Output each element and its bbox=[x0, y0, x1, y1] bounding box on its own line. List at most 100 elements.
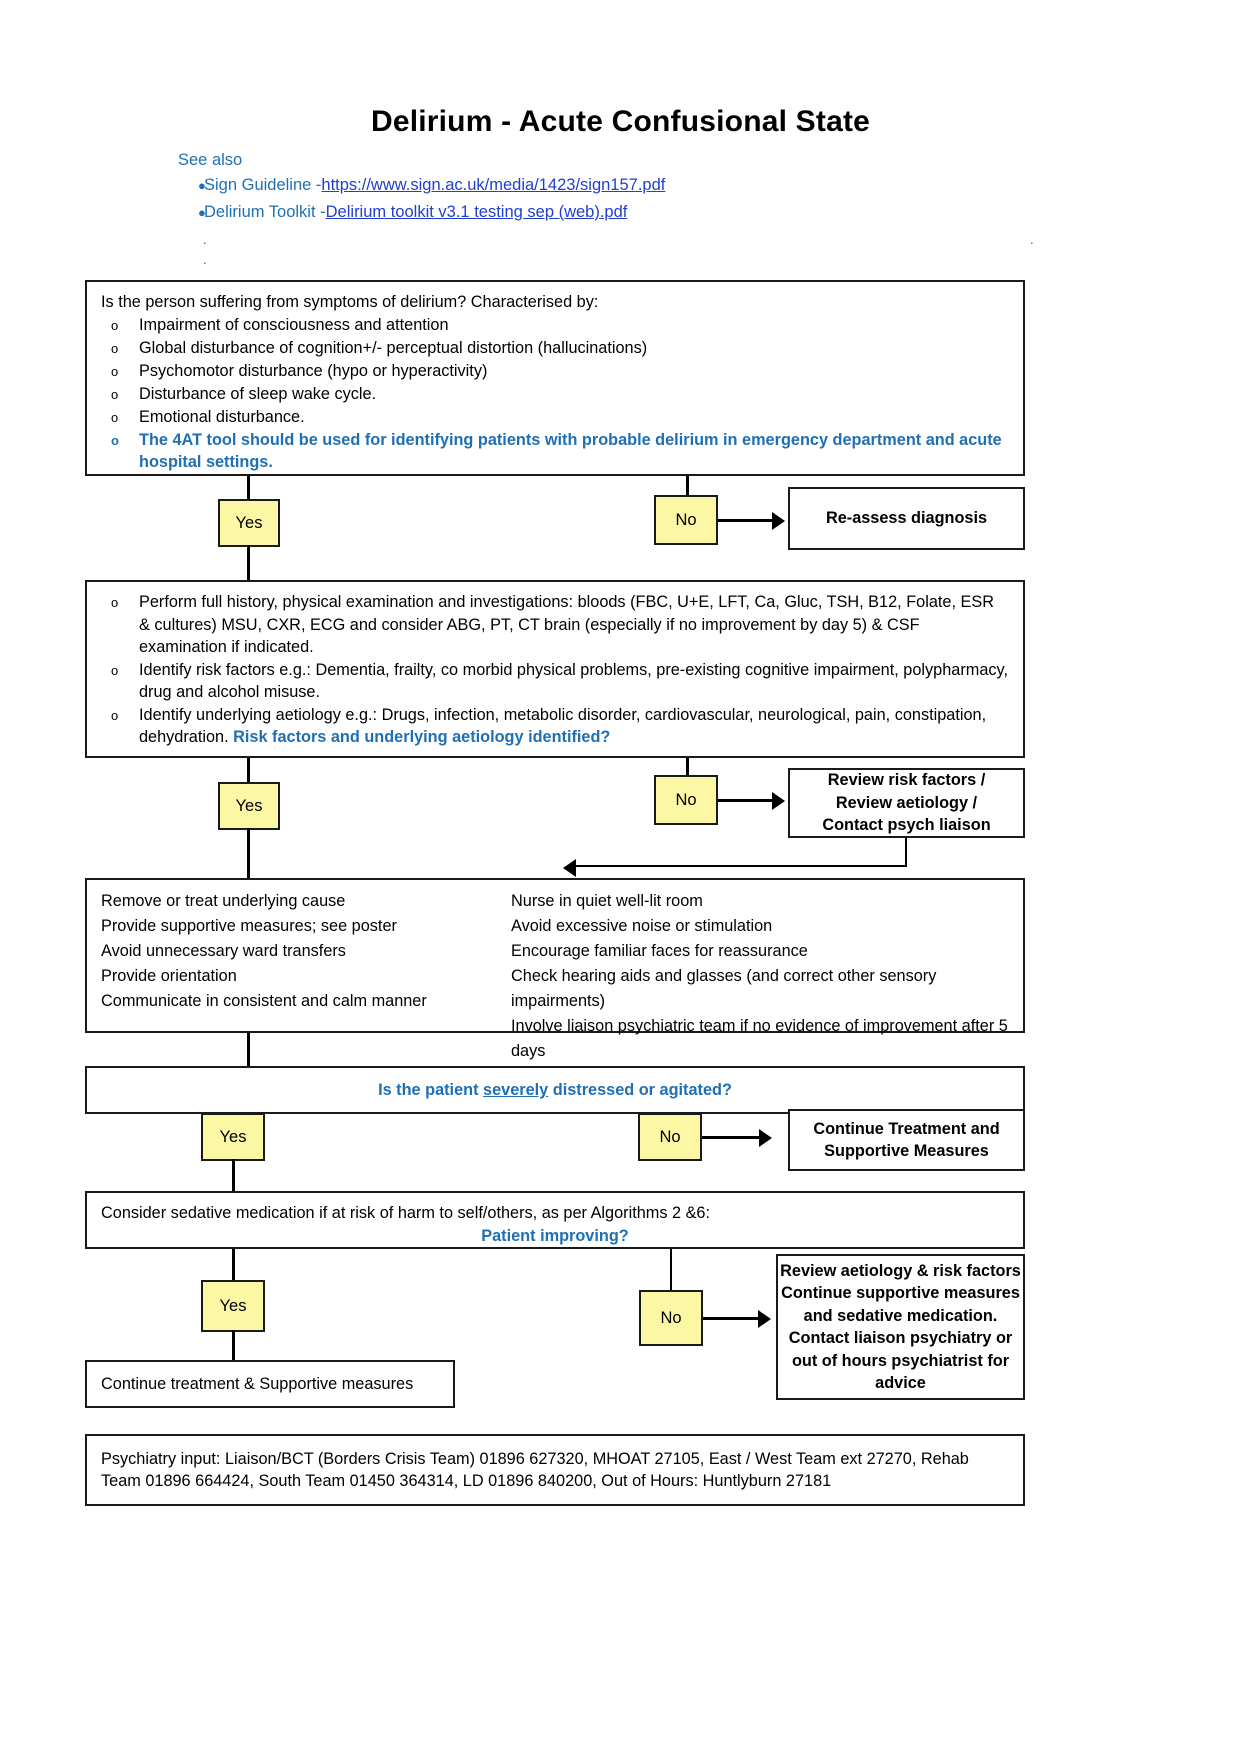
connector-step1-yes bbox=[247, 476, 250, 505]
step1-question: Is the person suffering from symptoms of… bbox=[101, 293, 599, 311]
step3-question-pre: Is the patient bbox=[378, 1080, 484, 1099]
step2-aetiology-question: Risk factors and underlying aetiology id… bbox=[233, 728, 611, 746]
step4-no-outcome-line: advice bbox=[875, 1374, 926, 1392]
step4-no-outcome-box: Review aetiology & risk factors Continue… bbox=[776, 1254, 1025, 1400]
list-item-label: Emotional disturbance. bbox=[139, 407, 305, 426]
connector-step1-no bbox=[686, 476, 689, 498]
step2-no-outcome-line: Review risk factors / bbox=[827, 771, 986, 790]
step3-no-outcome-line: Supportive Measures bbox=[824, 1142, 989, 1160]
step2-investigations: Perform full history, physical examinati… bbox=[139, 593, 994, 656]
step4-sedation-text: Consider sedative medication if at risk … bbox=[101, 1204, 711, 1222]
step2-no-pill[interactable]: No bbox=[654, 775, 718, 825]
step1-no-label: No bbox=[675, 510, 697, 529]
step1-yes-pill[interactable]: Yes bbox=[218, 499, 280, 547]
step4-no-outcome-line: Review aetiology & risk factors bbox=[780, 1261, 1021, 1280]
measures-right-column: Nurse in quiet well-lit room Avoid exces… bbox=[511, 889, 1009, 1064]
connector-step4-no-to-outcome bbox=[703, 1317, 761, 1320]
step3-no-outcome-box: Continue Treatment and Supportive Measur… bbox=[788, 1109, 1025, 1171]
connector-step4-yes bbox=[232, 1249, 235, 1282]
list-item: o Emotional disturbance. bbox=[101, 406, 1009, 429]
connector-step1-no-to-outcome bbox=[718, 519, 775, 522]
step4-yes-pill[interactable]: Yes bbox=[201, 1280, 265, 1332]
step3-question: Is the patient severely distressed or ag… bbox=[378, 1079, 732, 1102]
step2-aetiology-text: Identify underlying aetiology e.g.: Drug… bbox=[139, 705, 987, 747]
delirium-toolkit-link[interactable]: Delirium toolkit v3.1 testing sep (web).… bbox=[325, 203, 628, 221]
list-item-highlight: o The 4AT tool should be used for identi… bbox=[101, 429, 1009, 474]
step4-box: Consider sedative medication if at risk … bbox=[85, 1191, 1025, 1249]
connector-step2-yes-down bbox=[247, 828, 250, 880]
connector-step4-yes-down bbox=[232, 1330, 235, 1360]
see-also-item-delirium-toolkit: ● Delirium Toolkit - Delirium toolkit v3… bbox=[178, 199, 1078, 226]
step4-no-outcome-line: out of hours psychiatrist for bbox=[791, 1351, 1010, 1370]
connector-step3-no-to-outcome bbox=[702, 1136, 762, 1139]
step4-no-outcome-line: Contact liaison psychiatry or bbox=[788, 1329, 1013, 1347]
arrow-icon bbox=[772, 792, 785, 810]
list-item: o Global disturbance of cognition+/- per… bbox=[101, 337, 1009, 360]
step3-question-post: distressed or agitated? bbox=[548, 1080, 732, 1099]
bullet-icon: ● bbox=[198, 178, 206, 193]
step1-box: Is the person suffering from symptoms of… bbox=[85, 280, 1025, 476]
connector-step2-no-to-outcome bbox=[718, 799, 775, 802]
step4-yes-outcome-box: Continue treatment & Supportive measures bbox=[85, 1360, 455, 1408]
measure-item: Avoid excessive noise or stimulation bbox=[511, 917, 773, 935]
list-item-label: Global disturbance of cognition+/- perce… bbox=[139, 338, 648, 357]
step2-bullet-list: o Perform full history, physical examina… bbox=[101, 591, 1009, 749]
step2-no-label: No bbox=[675, 790, 697, 809]
circle-bullet-icon: o bbox=[111, 595, 119, 610]
circle-bullet-icon: o bbox=[111, 363, 119, 379]
see-also-prefix: Sign Guideline - bbox=[204, 176, 322, 194]
step2-aetiology: Identify underlying aetiology e.g.: Drug… bbox=[139, 704, 1009, 749]
step2-risk-factors: Identify risk factors e.g.: Dementia, fr… bbox=[139, 660, 1008, 702]
measures-columns: Remove or treat underlying cause Provide… bbox=[101, 889, 1009, 1064]
step3-yes-pill[interactable]: Yes bbox=[201, 1113, 265, 1161]
stray-dot: . bbox=[203, 252, 207, 267]
step3-question-box: Is the patient severely distressed or ag… bbox=[85, 1066, 1025, 1114]
list-item: o Disturbance of sleep wake cycle. bbox=[101, 383, 1009, 406]
step3-question-emphasis: severely bbox=[483, 1080, 549, 1099]
stray-dot: . bbox=[203, 232, 207, 247]
list-item: o Impairment of consciousness and attent… bbox=[101, 314, 1009, 337]
circle-bullet-icon: o bbox=[111, 662, 119, 678]
circle-bullet-icon: o bbox=[111, 317, 119, 333]
circle-bullet-icon: o bbox=[111, 409, 119, 425]
step4-no-pill[interactable]: No bbox=[639, 1290, 703, 1346]
step3-no-pill[interactable]: No bbox=[638, 1113, 702, 1161]
step2-no-outcome-line: Contact psych liaison bbox=[822, 816, 991, 835]
step3-yes-label: Yes bbox=[219, 1127, 247, 1146]
step1-4at-highlight: The 4AT tool should be used for identify… bbox=[139, 430, 1002, 472]
page-title: Delirium - Acute Confusional State bbox=[370, 105, 871, 138]
see-also-prefix: Delirium Toolkit - bbox=[204, 203, 326, 221]
circle-bullet-icon: o bbox=[111, 386, 119, 402]
connector-feedback-horizontal bbox=[570, 865, 907, 867]
sign-guideline-link[interactable]: https://www.sign.ac.uk/media/1423/sign15… bbox=[321, 176, 666, 194]
connector-step4-no bbox=[670, 1249, 672, 1292]
measure-item: Nurse in quiet well-lit room bbox=[511, 892, 703, 910]
connector-step2-no bbox=[686, 758, 689, 778]
psychiatry-contact-box: Psychiatry input: Liaison/BCT (Borders C… bbox=[85, 1434, 1025, 1506]
step4-no-outcome-line: and sedative medication. bbox=[803, 1306, 998, 1325]
step4-question: Patient improving? bbox=[481, 1226, 629, 1245]
connector-step2-yes bbox=[247, 758, 250, 786]
measures-left-column: Remove or treat underlying cause Provide… bbox=[101, 889, 511, 1064]
arrow-icon bbox=[772, 512, 785, 530]
step4-yes-label: Yes bbox=[219, 1296, 247, 1315]
step1-bullet-list: o Impairment of consciousness and attent… bbox=[101, 314, 1009, 474]
bullet-icon: ● bbox=[198, 205, 206, 220]
list-item: o Identify underlying aetiology e.g.: Dr… bbox=[101, 704, 1009, 749]
arrow-icon bbox=[759, 1129, 772, 1147]
step1-no-pill[interactable]: No bbox=[654, 495, 718, 545]
measure-item: Provide supportive measures; see poster bbox=[101, 917, 397, 935]
step3-no-label: No bbox=[659, 1127, 681, 1146]
list-item-label: Psychomotor disturbance (hypo or hyperac… bbox=[139, 361, 488, 380]
see-also-label: See also bbox=[178, 151, 243, 169]
measure-item: Avoid unnecessary ward transfers bbox=[101, 942, 346, 960]
arrow-icon bbox=[563, 859, 576, 877]
step2-no-outcome-box: Review risk factors / Review aetiology /… bbox=[788, 768, 1025, 838]
connector-measures-to-step3 bbox=[247, 1033, 250, 1066]
step1-no-outcome-label: Re-assess diagnosis bbox=[825, 509, 988, 528]
step2-yes-pill[interactable]: Yes bbox=[218, 782, 280, 830]
measure-item: Involve liaison psychiatric team if no e… bbox=[511, 1017, 1008, 1060]
measure-item: Remove or treat underlying cause bbox=[101, 892, 346, 910]
step2-yes-label: Yes bbox=[235, 796, 263, 815]
